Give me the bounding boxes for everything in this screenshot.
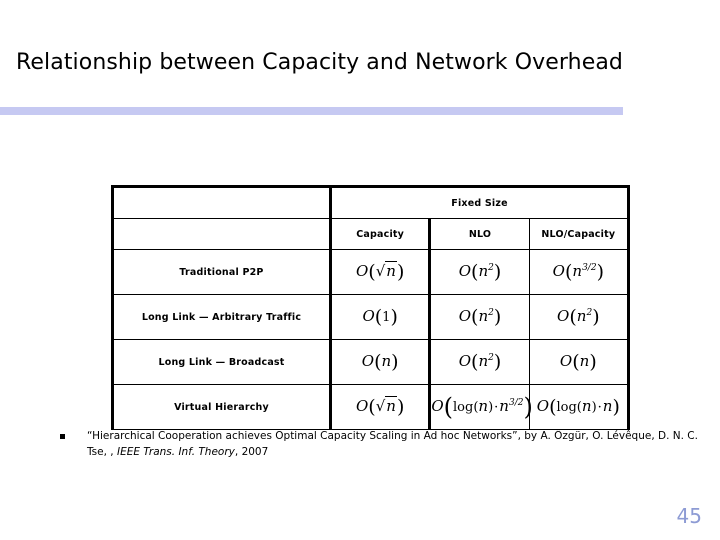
cell-nlo-long-link-broadcast: O(n2) — [428, 339, 530, 385]
cell-nlo-traditional-p2p: O(n2) — [428, 249, 530, 295]
row-label-long-link-broadcast: Long Link — Broadcast — [112, 339, 331, 385]
formula-n-squared: O(n2) — [458, 350, 502, 373]
row-label-long-link-arbitrary-traffic: Long Link — Arbitrary Traffic — [112, 294, 331, 340]
citation-text: “Hierarchical Cooperation achieves Optim… — [87, 428, 700, 461]
formula-n-squared: O(n2) — [458, 305, 502, 328]
cell-nlo-long-link-arbitrary: O(n2) — [428, 294, 530, 340]
column-header-nlo: NLO — [428, 218, 530, 250]
column-header-nlo-capacity: NLO/Capacity — [528, 218, 630, 250]
citation-year: , 2007 — [234, 446, 269, 459]
cell-ratio-traditional-p2p: O(n3/2) — [528, 249, 630, 295]
cell-capacity-virtual-hierarchy: O(√n) — [328, 384, 431, 430]
cell-capacity-traditional-p2p: O(√n) — [328, 249, 431, 295]
cell-nlo-virtual-hierarchy: O(log(n)·n3/2) — [428, 384, 533, 430]
citation-title-and-authors: “Hierarchical Cooperation achieves Optim… — [87, 430, 698, 459]
title-divider-bar — [0, 107, 623, 115]
comparison-table-container: Fixed Size Capacity NLO NLO/Capacity Tra… — [111, 185, 630, 430]
table-corner-cell-2 — [112, 218, 331, 250]
square-bullet-icon — [60, 434, 65, 439]
table-group-header-fixed-size: Fixed Size — [329, 186, 629, 219]
cell-ratio-long-link-arbitrary: O(n2) — [528, 294, 630, 340]
formula-log-n-times-n-three-halves: O(log(n)·n3/2) — [431, 393, 533, 421]
cell-capacity-long-link-arbitrary: O(1) — [328, 294, 431, 340]
formula-sqrt-n: O(√n) — [355, 395, 405, 418]
table-row: Traditional P2P O(√n) O(n2) O(n3/2) — [112, 249, 630, 295]
table-header-column-row: Capacity NLO NLO/Capacity — [112, 218, 630, 250]
formula-n-squared: O(n2) — [557, 305, 600, 328]
capacity-overhead-table: Fixed Size Capacity NLO NLO/Capacity Tra… — [111, 185, 630, 430]
table-row: Virtual Hierarchy O(√n) O(log(n)·n3/2) O… — [112, 384, 630, 430]
citation-journal: IEEE Trans. Inf. Theory — [116, 446, 235, 459]
cell-ratio-virtual-hierarchy: O(log(n)·n) — [528, 384, 630, 430]
table-body: Traditional P2P O(√n) O(n2) O(n3/2) Long… — [112, 249, 630, 430]
row-label-virtual-hierarchy: Virtual Hierarchy — [112, 384, 331, 430]
formula-n: O(n) — [361, 350, 399, 373]
formula-one: O(1) — [362, 305, 398, 328]
formula-log-n-times-n: O(log(n)·n) — [536, 395, 620, 418]
table-row: Long Link — Arbitrary Traffic O(1) O(n2)… — [112, 294, 630, 340]
cell-ratio-long-link-broadcast: O(n) — [528, 339, 630, 385]
page-number: 45 — [676, 504, 702, 528]
cell-capacity-long-link-broadcast: O(n) — [328, 339, 431, 385]
formula-n-three-halves: O(n3/2) — [552, 260, 604, 283]
formula-sqrt-n: O(√n) — [355, 260, 405, 283]
citation-footnote: “Hierarchical Cooperation achieves Optim… — [60, 428, 700, 461]
formula-n-squared: O(n2) — [458, 260, 502, 283]
page-title: Relationship between Capacity and Networ… — [16, 50, 623, 75]
table-corner-cell — [112, 186, 331, 219]
column-header-capacity: Capacity — [328, 218, 431, 250]
table-header: Fixed Size Capacity NLO NLO/Capacity — [112, 186, 630, 250]
table-row: Long Link — Broadcast O(n) O(n2) O(n) — [112, 339, 630, 385]
table-header-group-row: Fixed Size — [112, 186, 629, 219]
row-label-traditional-p2p: Traditional P2P — [112, 249, 331, 295]
formula-n: O(n) — [559, 350, 597, 373]
